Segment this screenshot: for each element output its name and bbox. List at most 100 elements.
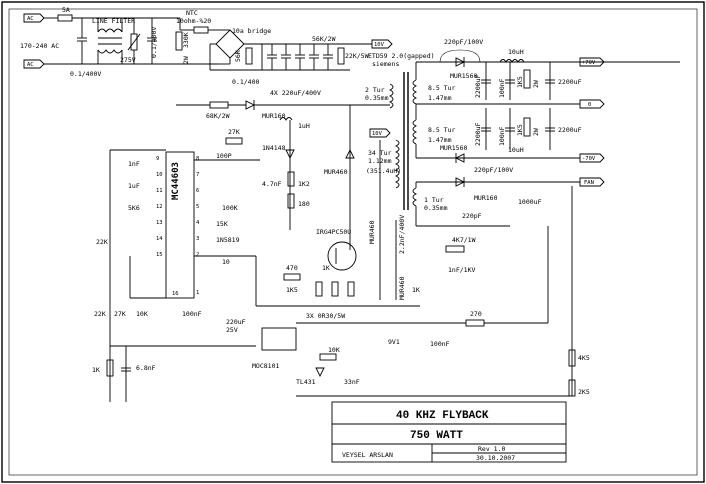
- r-270-label: 270: [470, 310, 482, 318]
- d-1n5819-label: 1N5819: [216, 236, 240, 244]
- c2200-d-label: 2200uF: [558, 126, 582, 134]
- r-15k-label: 15K: [216, 220, 228, 228]
- c2200-b-label: 2200uF: [558, 78, 582, 86]
- svg-text:2: 2: [196, 252, 199, 258]
- c-4n7-label: 4.7nF: [262, 180, 282, 188]
- mosfet-label: IRG4PC50U: [316, 228, 351, 236]
- r-4k5-label: 4K5: [578, 354, 590, 362]
- r-1k5-out-a-label: 1K5: [516, 76, 524, 88]
- r-22k-b-label: 22K: [94, 310, 106, 318]
- c-100p-label: 100P: [216, 152, 232, 160]
- r-180-label: 180: [298, 200, 310, 208]
- r-27k-b-label: 27K: [114, 310, 126, 318]
- c-1uf-label: 1uF: [128, 182, 140, 190]
- r-180: [287, 193, 295, 209]
- r-1k-b-label: 1K: [412, 286, 420, 294]
- d-mur160-label: MUR160: [262, 112, 286, 120]
- x-cap-label: 0.1/400V: [70, 70, 101, 78]
- c100n-out-label: 100nF: [498, 78, 506, 98]
- l-10uh-a: [499, 59, 525, 63]
- bulk-capacitors: 56K 4X 220uF/400V 0.1/400 56K/2W 22K/5W …: [232, 35, 393, 97]
- out-fan-label: FAN: [584, 180, 594, 186]
- flyback-transformer: ETD59 2.0(gapped) siemens 2 Tur 0.35mm 1…: [365, 52, 455, 212]
- r-22k-label: 22K: [96, 238, 108, 246]
- ac-port-1-label: AC: [27, 16, 34, 22]
- svg-text:6: 6: [196, 188, 199, 194]
- fan-turns-label: 1 Tur: [424, 196, 444, 204]
- r-330k-power: 2W: [182, 56, 190, 64]
- svg-text:12: 12: [156, 204, 163, 210]
- title-line1: 40 KHZ FLYBACK: [396, 410, 489, 422]
- r-10-label: 10: [222, 258, 230, 266]
- r-330k: [175, 31, 183, 51]
- svg-text:10: 10: [156, 172, 163, 178]
- opto-label: MOC8101: [252, 362, 279, 370]
- title-block: 40 KHZ FLYBACK 750 WATT VEYSEL ARSLAN Re…: [331, 401, 567, 463]
- primary-side: 68K/2W MUR160 1uH 27K 100P 1N4148 4.7nF …: [176, 100, 420, 320]
- c-snub-pri-label: 2.2nF/400V: [398, 215, 406, 254]
- out-zero-label: 0: [588, 102, 591, 108]
- ntc-value-label: 10ohm-%20: [176, 17, 211, 25]
- c2200-c-label: 2200uF: [474, 122, 482, 146]
- d-mur1560-a-label: MUR1560: [450, 72, 477, 80]
- line-filter-coil-bottom: [97, 49, 123, 54]
- ac-input: AC AC 170-240 AC 5A 0.1/400V LINE FILTER…: [20, 6, 180, 78]
- mosfet-igbt: [327, 241, 357, 271]
- feedback-network: 22K 27K 10K 100nF 220uF 25V 1K 6.8nF MOC…: [92, 186, 590, 402]
- r-1k-label: 1K: [322, 264, 330, 272]
- r-27k: [225, 137, 243, 145]
- snubber-c-fan-label: 220pF: [462, 212, 482, 220]
- d-mur160-fan: [455, 177, 466, 187]
- fan-winding: [412, 187, 418, 207]
- line-filter-coil-top: [97, 28, 123, 33]
- ntc-bridge: NTC 10ohm-%20 330K 2W 10a bridge: [175, 9, 271, 71]
- r-sense-2: [331, 281, 339, 297]
- r-sense-label: 3X 0R30/5W: [306, 312, 345, 320]
- r-4k7-label: 4K7/1W: [452, 236, 476, 244]
- svg-text:8: 8: [196, 156, 199, 162]
- out-minus70-label: -70V: [582, 156, 596, 162]
- secondary-outputs: 220pF/100V MUR1560 10uH 2200uF 100nF 1K5…: [415, 38, 680, 227]
- r-1k2-label: 1K2: [298, 180, 310, 188]
- revision: Rev 1.0: [478, 445, 505, 453]
- r-sense-3: [347, 281, 355, 297]
- r-2w-out-b-label: 2W: [532, 128, 540, 136]
- pin-1-label: 1: [196, 290, 199, 296]
- d-mur460-b-label: MUR460: [368, 220, 376, 244]
- v10-port-top-label: 10V: [374, 42, 385, 48]
- r-1k5-out-a: [523, 69, 531, 89]
- d-mur460-a-label: MUR460: [324, 168, 348, 176]
- r-10k-label: 10K: [136, 310, 148, 318]
- r-4k7: [445, 245, 465, 253]
- v10-port-pri: [369, 128, 391, 138]
- d-mur460-c-label: MUR460: [398, 276, 406, 300]
- r-470-label: 470: [286, 264, 298, 272]
- svg-text:7: 7: [196, 172, 199, 178]
- r-68k: [209, 101, 229, 109]
- transformer-label: ETD59 2.0(gapped): [368, 52, 435, 60]
- d-mur1560-b: [454, 153, 465, 163]
- r-4k5: [568, 349, 576, 367]
- c1000-label: 1000uF: [518, 198, 542, 206]
- l-1uh: [279, 117, 293, 121]
- r-1k5-label: 1K5: [286, 286, 298, 294]
- bridge-label: 10a bridge: [232, 27, 271, 35]
- ic-label: MC44603: [171, 162, 181, 200]
- x-cap2-label: 0.1/400V: [150, 27, 158, 58]
- ntc-label: NTC: [186, 9, 198, 17]
- aux-turns-label: 2 Tur: [365, 86, 385, 94]
- r-56k-bleeder: [245, 47, 253, 65]
- out-fan-port: [579, 177, 605, 187]
- r-2w-out-a-label: 2W: [532, 80, 540, 88]
- c-6n8-label: 6.8nF: [136, 364, 156, 372]
- c-25v-label: 25V: [226, 326, 238, 334]
- ntc-thermistor: [193, 26, 209, 34]
- d-mur160-fan-label: MUR160: [474, 194, 498, 202]
- r-sense-1: [315, 281, 323, 297]
- ac-port-2: [23, 59, 45, 69]
- c100n-out2-label: 100nF: [498, 126, 506, 146]
- r-1k-c-label: 1K: [92, 366, 100, 374]
- c2200-a-label: 2200uF: [474, 74, 482, 98]
